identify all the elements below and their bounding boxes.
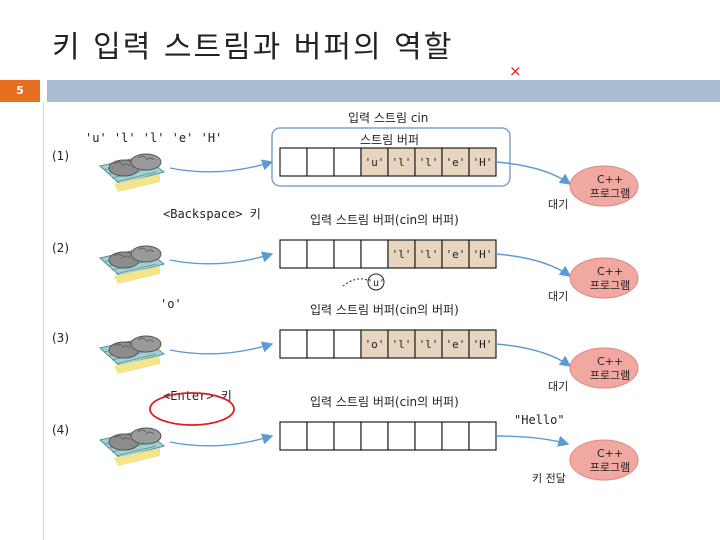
input-arrow — [170, 344, 272, 354]
buffer-cell-value: 'e' — [446, 156, 466, 169]
input-arrow — [170, 162, 272, 172]
step-index: (4) — [52, 423, 69, 437]
buffer-cell-value: 'H' — [473, 338, 493, 351]
program-ellipse — [570, 258, 638, 298]
buffer-cell-value: 'H' — [473, 156, 493, 169]
key-input-label: 'o' — [160, 297, 182, 311]
buffer-label: 입력 스트림 버퍼(cin의 버퍼) — [310, 303, 459, 317]
buffer-cell — [280, 422, 307, 450]
buffer-cell — [442, 422, 469, 450]
program-label: C++ — [597, 447, 623, 460]
status-label: 키 전달 — [532, 472, 566, 485]
buffer-cell — [388, 422, 415, 450]
buffer-cell-value: 'l' — [419, 156, 439, 169]
buffer-cell — [307, 240, 334, 268]
stream-label: 입력 스트림 cin — [348, 111, 428, 125]
buffer-cell-value: 'H' — [473, 248, 493, 261]
status-label: 대기 — [548, 380, 568, 393]
program-ellipse — [570, 440, 638, 480]
step-index: (1) — [52, 149, 69, 163]
buffer-cell-value: 'l' — [392, 248, 412, 261]
program-ellipse — [570, 166, 638, 206]
buffer-cell — [415, 422, 442, 450]
buffer-label: 입력 스트림 버퍼(cin의 버퍼) — [310, 213, 459, 227]
status-label: 대기 — [548, 290, 568, 303]
program-label: 프로그램 — [590, 187, 630, 200]
buffer-cell — [334, 330, 361, 358]
buffer-cell — [280, 148, 307, 176]
buffer-cell-value: 'o' — [365, 338, 385, 351]
output-arrow — [496, 436, 568, 444]
buffer-cell — [361, 422, 388, 450]
buffer-cell — [469, 422, 496, 450]
input-arrow — [170, 436, 272, 446]
program-label: 프로그램 — [590, 461, 630, 474]
keyboard-hands-icon — [100, 336, 164, 374]
buffer-cell — [280, 330, 307, 358]
keyboard-hands-icon — [100, 428, 164, 466]
key-input-label: <Backspace> 키 — [163, 207, 261, 221]
program-label: C++ — [597, 265, 623, 278]
buffer-label: 스트림 버퍼 — [360, 133, 419, 147]
buffer-cell-value: 'e' — [446, 338, 466, 351]
removed-trail — [343, 279, 367, 286]
program-label: 프로그램 — [590, 279, 630, 292]
output-value: "Hello" — [514, 413, 565, 427]
buffer-cell — [334, 422, 361, 450]
program-label: C++ — [597, 173, 623, 186]
program-ellipse — [570, 348, 638, 388]
wait-arrow — [496, 344, 570, 366]
buffer-cell — [334, 148, 361, 176]
buffer-cell — [334, 240, 361, 268]
step-index: (2) — [52, 241, 69, 255]
program-label: 프로그램 — [590, 369, 630, 382]
program-label: C++ — [597, 355, 623, 368]
wait-arrow — [496, 162, 570, 184]
input-arrow — [170, 254, 272, 264]
keyboard-hands-icon — [100, 154, 164, 192]
buffer-cell-value: 'l' — [419, 338, 439, 351]
step-index: (3) — [52, 331, 69, 345]
buffer-cell-value: 'l' — [392, 338, 412, 351]
buffer-cell-value: 'l' — [419, 248, 439, 261]
buffer-cell — [307, 330, 334, 358]
buffer-label: 입력 스트림 버퍼(cin의 버퍼) — [310, 395, 459, 409]
buffer-cell — [361, 240, 388, 268]
status-label: 대기 — [548, 198, 568, 211]
buffer-cell — [307, 422, 334, 450]
wait-arrow — [496, 254, 570, 276]
keyboard-hands-icon — [100, 246, 164, 284]
buffer-cell-value: 'l' — [392, 156, 412, 169]
key-input-label: 'u' 'l' 'l' 'e' 'H' — [85, 131, 222, 145]
buffer-cell-value: 'e' — [446, 248, 466, 261]
buffer-cell-value: 'u' — [365, 156, 385, 169]
buffer-cell — [307, 148, 334, 176]
buffer-cell — [280, 240, 307, 268]
key-input-label: <Enter> 키 — [163, 389, 232, 403]
removed-char: 'u' — [367, 278, 385, 289]
